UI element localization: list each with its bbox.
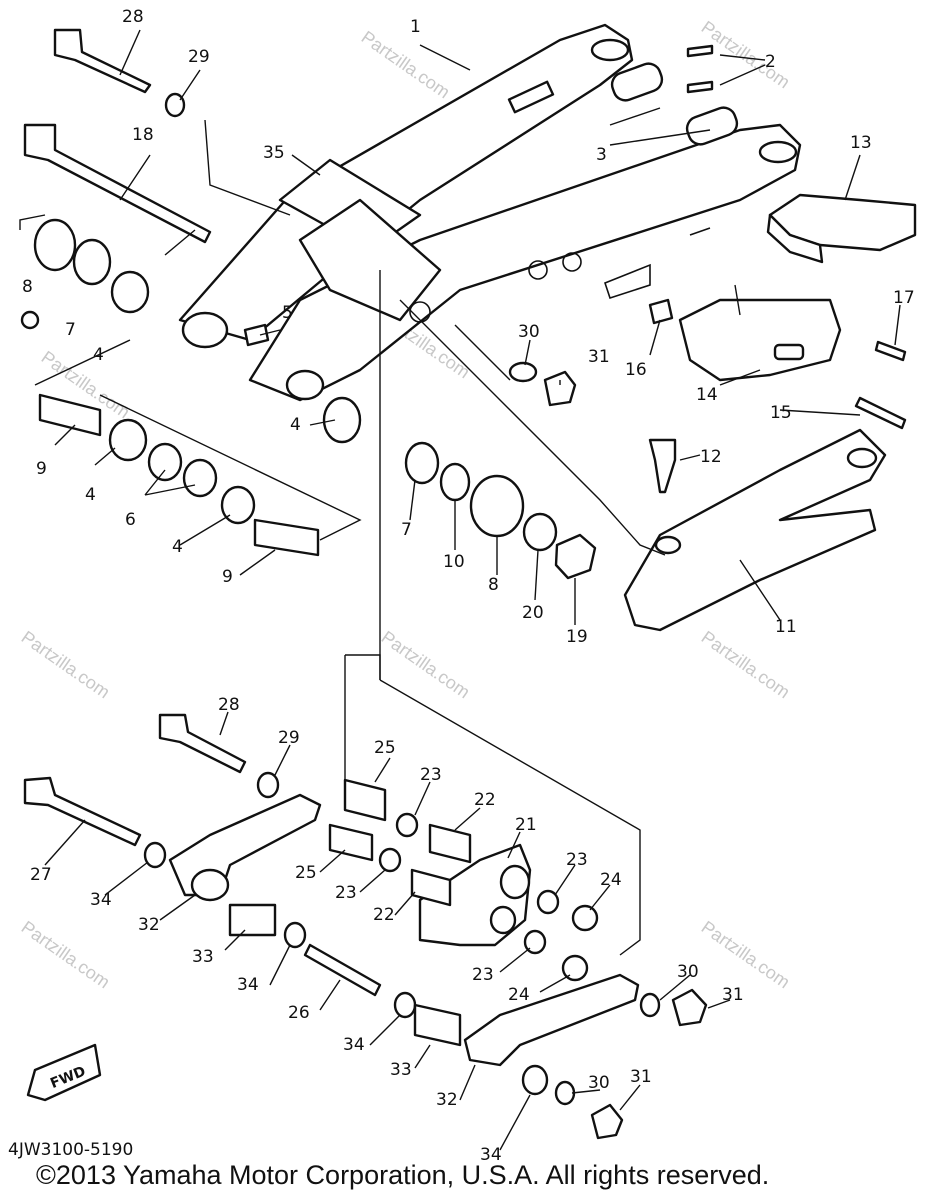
pivot-bolts xyxy=(23,28,212,244)
chain-guide xyxy=(648,193,917,430)
pivot-bearing-stack xyxy=(20,218,597,580)
callout-4: 4 xyxy=(290,415,301,435)
copyright-notice: ©2013 Yamaha Motor Corporation, U.S.A. A… xyxy=(36,1160,770,1190)
watermark: Partzilla.com xyxy=(358,27,454,102)
callout-8: 8 xyxy=(488,575,499,595)
callout-19: 19 xyxy=(566,627,588,647)
watermark: Partzilla.com xyxy=(698,917,794,992)
callout-28: 28 xyxy=(122,7,144,27)
callout-5: 5 xyxy=(282,303,293,323)
callout-17: 17 xyxy=(893,288,915,308)
callout-16: 16 xyxy=(625,360,647,380)
callout-27: 27 xyxy=(30,865,52,885)
relay-arm xyxy=(623,428,887,632)
callout-35: 35 xyxy=(263,143,285,163)
callout-labels: 1 2 3 28 29 18 35 13 8 7 4 5 17 16 30 31… xyxy=(22,7,915,1165)
callout-11: 11 xyxy=(775,617,797,637)
callout-7: 7 xyxy=(401,520,412,540)
watermark: Partzilla.com xyxy=(18,627,114,702)
callout-21: 21 xyxy=(515,815,537,835)
callout-34: 34 xyxy=(90,890,112,910)
lower-linkage xyxy=(23,713,708,1140)
callout-34: 34 xyxy=(480,1145,502,1165)
callout-3: 3 xyxy=(596,145,607,165)
callout-20: 20 xyxy=(522,603,544,623)
callout-30: 30 xyxy=(677,962,699,982)
diagram-code: 4JW3100-5190 xyxy=(8,1140,134,1160)
callout-24: 24 xyxy=(508,985,530,1005)
callout-8: 8 xyxy=(22,277,33,297)
callout-15: 15 xyxy=(770,403,792,423)
leader-lines xyxy=(19,29,901,1151)
watermark: Partzilla.com xyxy=(698,627,794,702)
callout-7: 7 xyxy=(65,320,76,340)
callout-18: 18 xyxy=(132,125,154,145)
callout-23: 23 xyxy=(335,883,357,903)
watermark: Partzilla.com xyxy=(378,627,474,702)
callout-24: 24 xyxy=(600,870,622,890)
callout-25: 25 xyxy=(374,738,396,758)
callout-13: 13 xyxy=(850,133,872,153)
callout-31: 31 xyxy=(722,985,744,1005)
callout-4: 4 xyxy=(172,537,183,557)
callout-31: 31 xyxy=(588,347,610,367)
callout-34: 34 xyxy=(237,975,259,995)
callout-1: 1 xyxy=(410,17,421,37)
callout-30: 30 xyxy=(518,322,540,342)
callout-28: 28 xyxy=(218,695,240,715)
callout-29: 29 xyxy=(188,47,210,67)
callout-10: 10 xyxy=(443,552,465,572)
callout-31: 31 xyxy=(630,1067,652,1087)
callout-26: 26 xyxy=(288,1003,310,1023)
callout-25: 25 xyxy=(295,863,317,883)
callout-23: 23 xyxy=(420,765,442,785)
callout-22: 22 xyxy=(373,905,395,925)
callout-4: 4 xyxy=(93,345,104,365)
callout-14: 14 xyxy=(696,385,718,405)
callout-22: 22 xyxy=(474,790,496,810)
callout-32: 32 xyxy=(436,1090,458,1110)
callout-9: 9 xyxy=(36,459,47,479)
callout-29: 29 xyxy=(278,728,300,748)
callout-33: 33 xyxy=(390,1060,412,1080)
callout-6: 6 xyxy=(125,510,136,530)
callout-34: 34 xyxy=(343,1035,365,1055)
callout-12: 12 xyxy=(700,447,722,467)
callout-23: 23 xyxy=(566,850,588,870)
callout-2: 2 xyxy=(765,52,776,72)
callout-33: 33 xyxy=(192,947,214,967)
callout-30: 30 xyxy=(588,1073,610,1093)
watermark: Partzilla.com xyxy=(18,917,114,992)
swingarm xyxy=(178,23,802,402)
callout-4: 4 xyxy=(85,485,96,505)
callout-32: 32 xyxy=(138,915,160,935)
callout-23: 23 xyxy=(472,965,494,985)
callout-9: 9 xyxy=(222,567,233,587)
chain-adjuster-parts xyxy=(610,44,739,146)
